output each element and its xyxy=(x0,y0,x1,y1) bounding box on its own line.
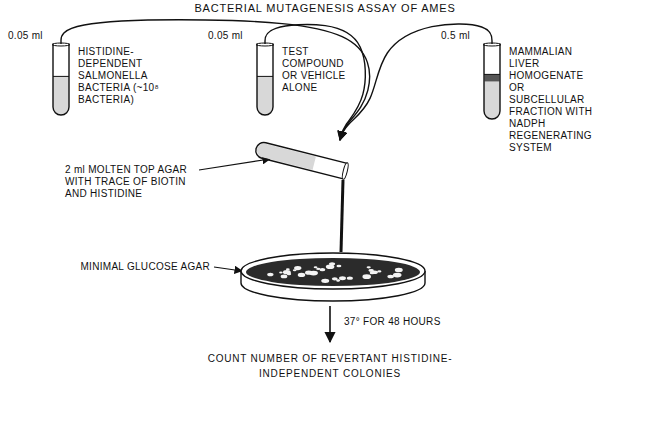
colony xyxy=(326,264,335,269)
bacteria-tube: HISTIDINE-DEPENDENT SALMONELLA BACTERIA … xyxy=(52,44,174,118)
liquid xyxy=(484,74,500,119)
colony xyxy=(314,266,318,268)
colony xyxy=(336,280,340,282)
colony xyxy=(336,265,341,268)
liquid xyxy=(53,76,69,115)
title: BACTERIAL MUTAGENESIS ASSAY OF AMES xyxy=(0,2,650,15)
colony xyxy=(320,268,326,271)
colony xyxy=(316,268,320,270)
tube-lip xyxy=(341,162,349,179)
colony xyxy=(305,271,313,275)
molten-agar xyxy=(255,142,316,170)
petri-dish: MINIMAL GLUCOSE AGAR xyxy=(238,250,428,304)
colony xyxy=(283,270,291,274)
colony xyxy=(390,276,394,278)
top-agar-tube-drawing xyxy=(250,140,352,180)
tube-label: HISTIDINE-DEPENDENT SALMONELLA BACTERIA … xyxy=(78,46,170,106)
tube-outline xyxy=(254,141,347,179)
incubation-label: 37° FOR 48 HOURS xyxy=(344,316,441,328)
tube-outline xyxy=(484,44,500,119)
volume-label: 0.5 ml xyxy=(441,30,470,42)
incubation-arrow xyxy=(329,306,331,342)
colony xyxy=(279,271,282,273)
colony xyxy=(321,279,329,283)
meniscus xyxy=(484,74,500,75)
leader-arrow xyxy=(199,159,270,170)
pour-stream xyxy=(341,180,343,252)
meniscus xyxy=(53,76,69,77)
volume-label: 0.05 ml xyxy=(208,30,243,42)
liver-tube-drawing xyxy=(483,44,503,122)
colony xyxy=(294,266,301,270)
colony xyxy=(287,273,291,275)
dish-label: MINIMAL GLUCOSE AGAR xyxy=(60,261,210,273)
colony xyxy=(281,275,288,279)
colony xyxy=(339,276,346,280)
compound-tube-drawing xyxy=(256,44,276,118)
tube-lip xyxy=(52,43,70,46)
colony xyxy=(347,276,353,279)
result-label: COUNT NUMBER OF REVERTANT HISTIDINE-INDE… xyxy=(200,352,460,381)
colony xyxy=(393,273,402,278)
bacteria-tube-drawing xyxy=(52,44,72,118)
tube-outline xyxy=(53,44,69,115)
compound-tube: TEST COMPOUND OR VEHICLE ALONE xyxy=(256,44,360,118)
liquid-band xyxy=(485,74,500,81)
colony xyxy=(372,271,378,274)
liver-tube: MAMMALIAN LIVER HOMOGENATE OR SUBCELLULA… xyxy=(483,44,605,158)
colony xyxy=(387,275,393,278)
colony xyxy=(362,274,371,279)
tube-outline xyxy=(257,44,273,115)
transfer-line xyxy=(340,24,492,140)
top-agar-tube: 2 ml MOLTEN TOP AGAR WITH TRACE OF BIOTI… xyxy=(250,140,352,180)
tube-lip xyxy=(256,43,274,46)
liquid xyxy=(257,76,273,115)
meniscus xyxy=(257,76,273,77)
transfer-line xyxy=(61,20,370,140)
tube-label: TEST COMPOUND OR VEHICLE ALONE xyxy=(282,46,356,94)
colony xyxy=(336,279,340,281)
colony xyxy=(395,268,403,272)
colony xyxy=(298,273,305,277)
leader-arrow xyxy=(214,267,242,271)
volume-label: 0.05 ml xyxy=(8,30,43,42)
tube-label: MAMMALIAN LIVER HOMOGENATE OR SUBCELLULA… xyxy=(509,46,601,154)
colony xyxy=(267,273,273,276)
agar-surface xyxy=(246,258,420,286)
tube-lip xyxy=(483,43,501,46)
top-agar-label: 2 ml MOLTEN TOP AGAR WITH TRACE OF BIOTI… xyxy=(65,164,195,200)
colony xyxy=(367,266,371,268)
dish-rim xyxy=(241,253,425,289)
petri-dish-drawing xyxy=(238,250,428,304)
